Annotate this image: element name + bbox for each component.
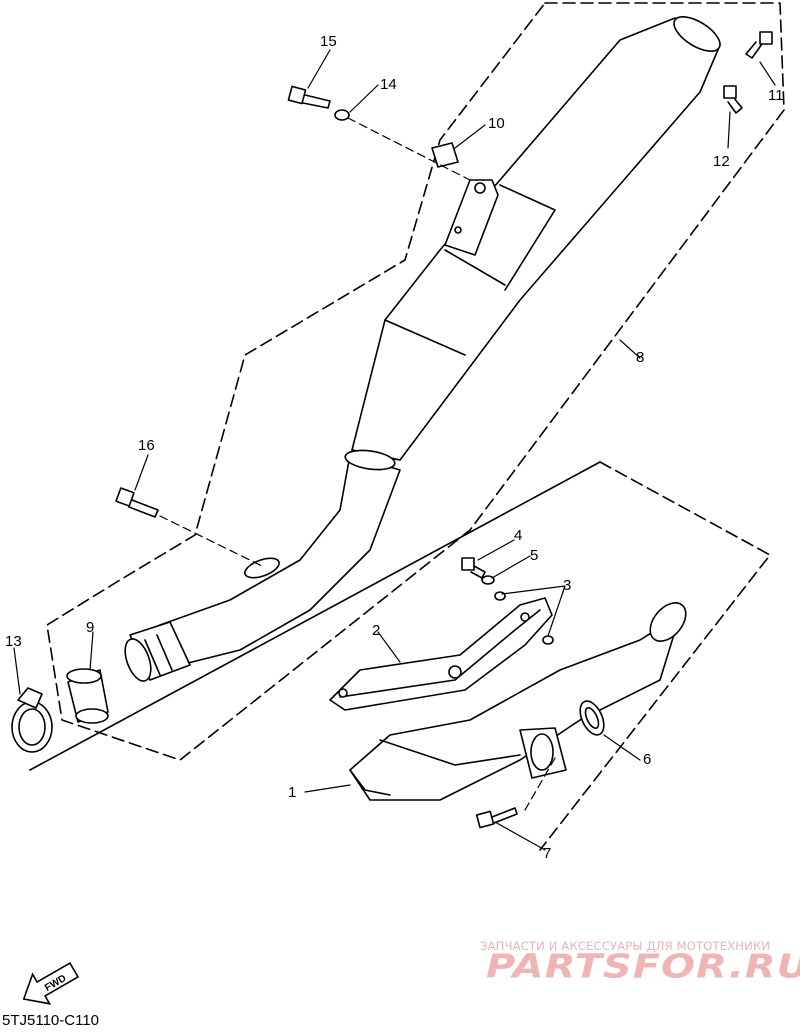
bolt-part-11 — [745, 31, 773, 59]
heat-protector-part-2 — [329, 597, 553, 711]
washer-part-5 — [481, 575, 495, 585]
washer-part-3a — [494, 591, 506, 601]
callout-10: 10 — [488, 115, 505, 132]
callout-14: 14 — [380, 76, 397, 93]
diagram-code: 5TJ5110-C110 — [2, 1012, 100, 1029]
callout-5: 5 — [530, 547, 538, 564]
callout-2: 2 — [372, 622, 380, 639]
clamp-part-13 — [11, 687, 53, 753]
header-flange — [519, 727, 567, 779]
callout-8: 8 — [636, 349, 644, 366]
callout-7: 7 — [543, 845, 551, 862]
header-group-outline-solid — [29, 461, 601, 771]
muffler-bracket — [444, 179, 499, 256]
watermark-tagline: ЗАПЧАСТИ И АКСЕССУАРЫ ДЛЯ МОТОТЕХНИКИ — [480, 939, 771, 953]
leader-lines — [13, 49, 776, 851]
callout-4: 4 — [514, 527, 522, 544]
callout-6: 6 — [643, 751, 651, 768]
callout-12: 12 — [713, 153, 730, 170]
fwd-arrow-icon: FWD — [22, 961, 80, 1005]
bolt-part-12 — [723, 85, 743, 114]
callout-3: 3 — [563, 577, 571, 594]
damper-part-10 — [431, 142, 459, 168]
gasket-part-9 — [66, 668, 109, 724]
header-group-outline — [539, 461, 771, 851]
inlet-slotted-end — [124, 621, 191, 682]
muffler-body — [351, 16, 721, 461]
bolt-part-15 — [287, 85, 331, 109]
callout-16: 16 — [138, 437, 155, 454]
bolt-part-16 — [115, 487, 159, 518]
bolt-part-7 — [475, 807, 518, 829]
watermark-logo: PARTSFOR.RU — [486, 948, 800, 986]
muffler-group-outline — [46, 2, 785, 761]
callout-13: 13 — [5, 633, 22, 650]
callout-15: 15 — [320, 33, 337, 50]
muffler-inlet-tube — [159, 449, 401, 666]
callout-1: 1 — [288, 784, 296, 801]
callout-9: 9 — [86, 619, 94, 636]
washer-part-3b — [542, 635, 554, 645]
washer-part-14 — [334, 109, 350, 121]
callout-11: 11 — [768, 87, 784, 104]
bolt-part-4 — [461, 557, 486, 579]
